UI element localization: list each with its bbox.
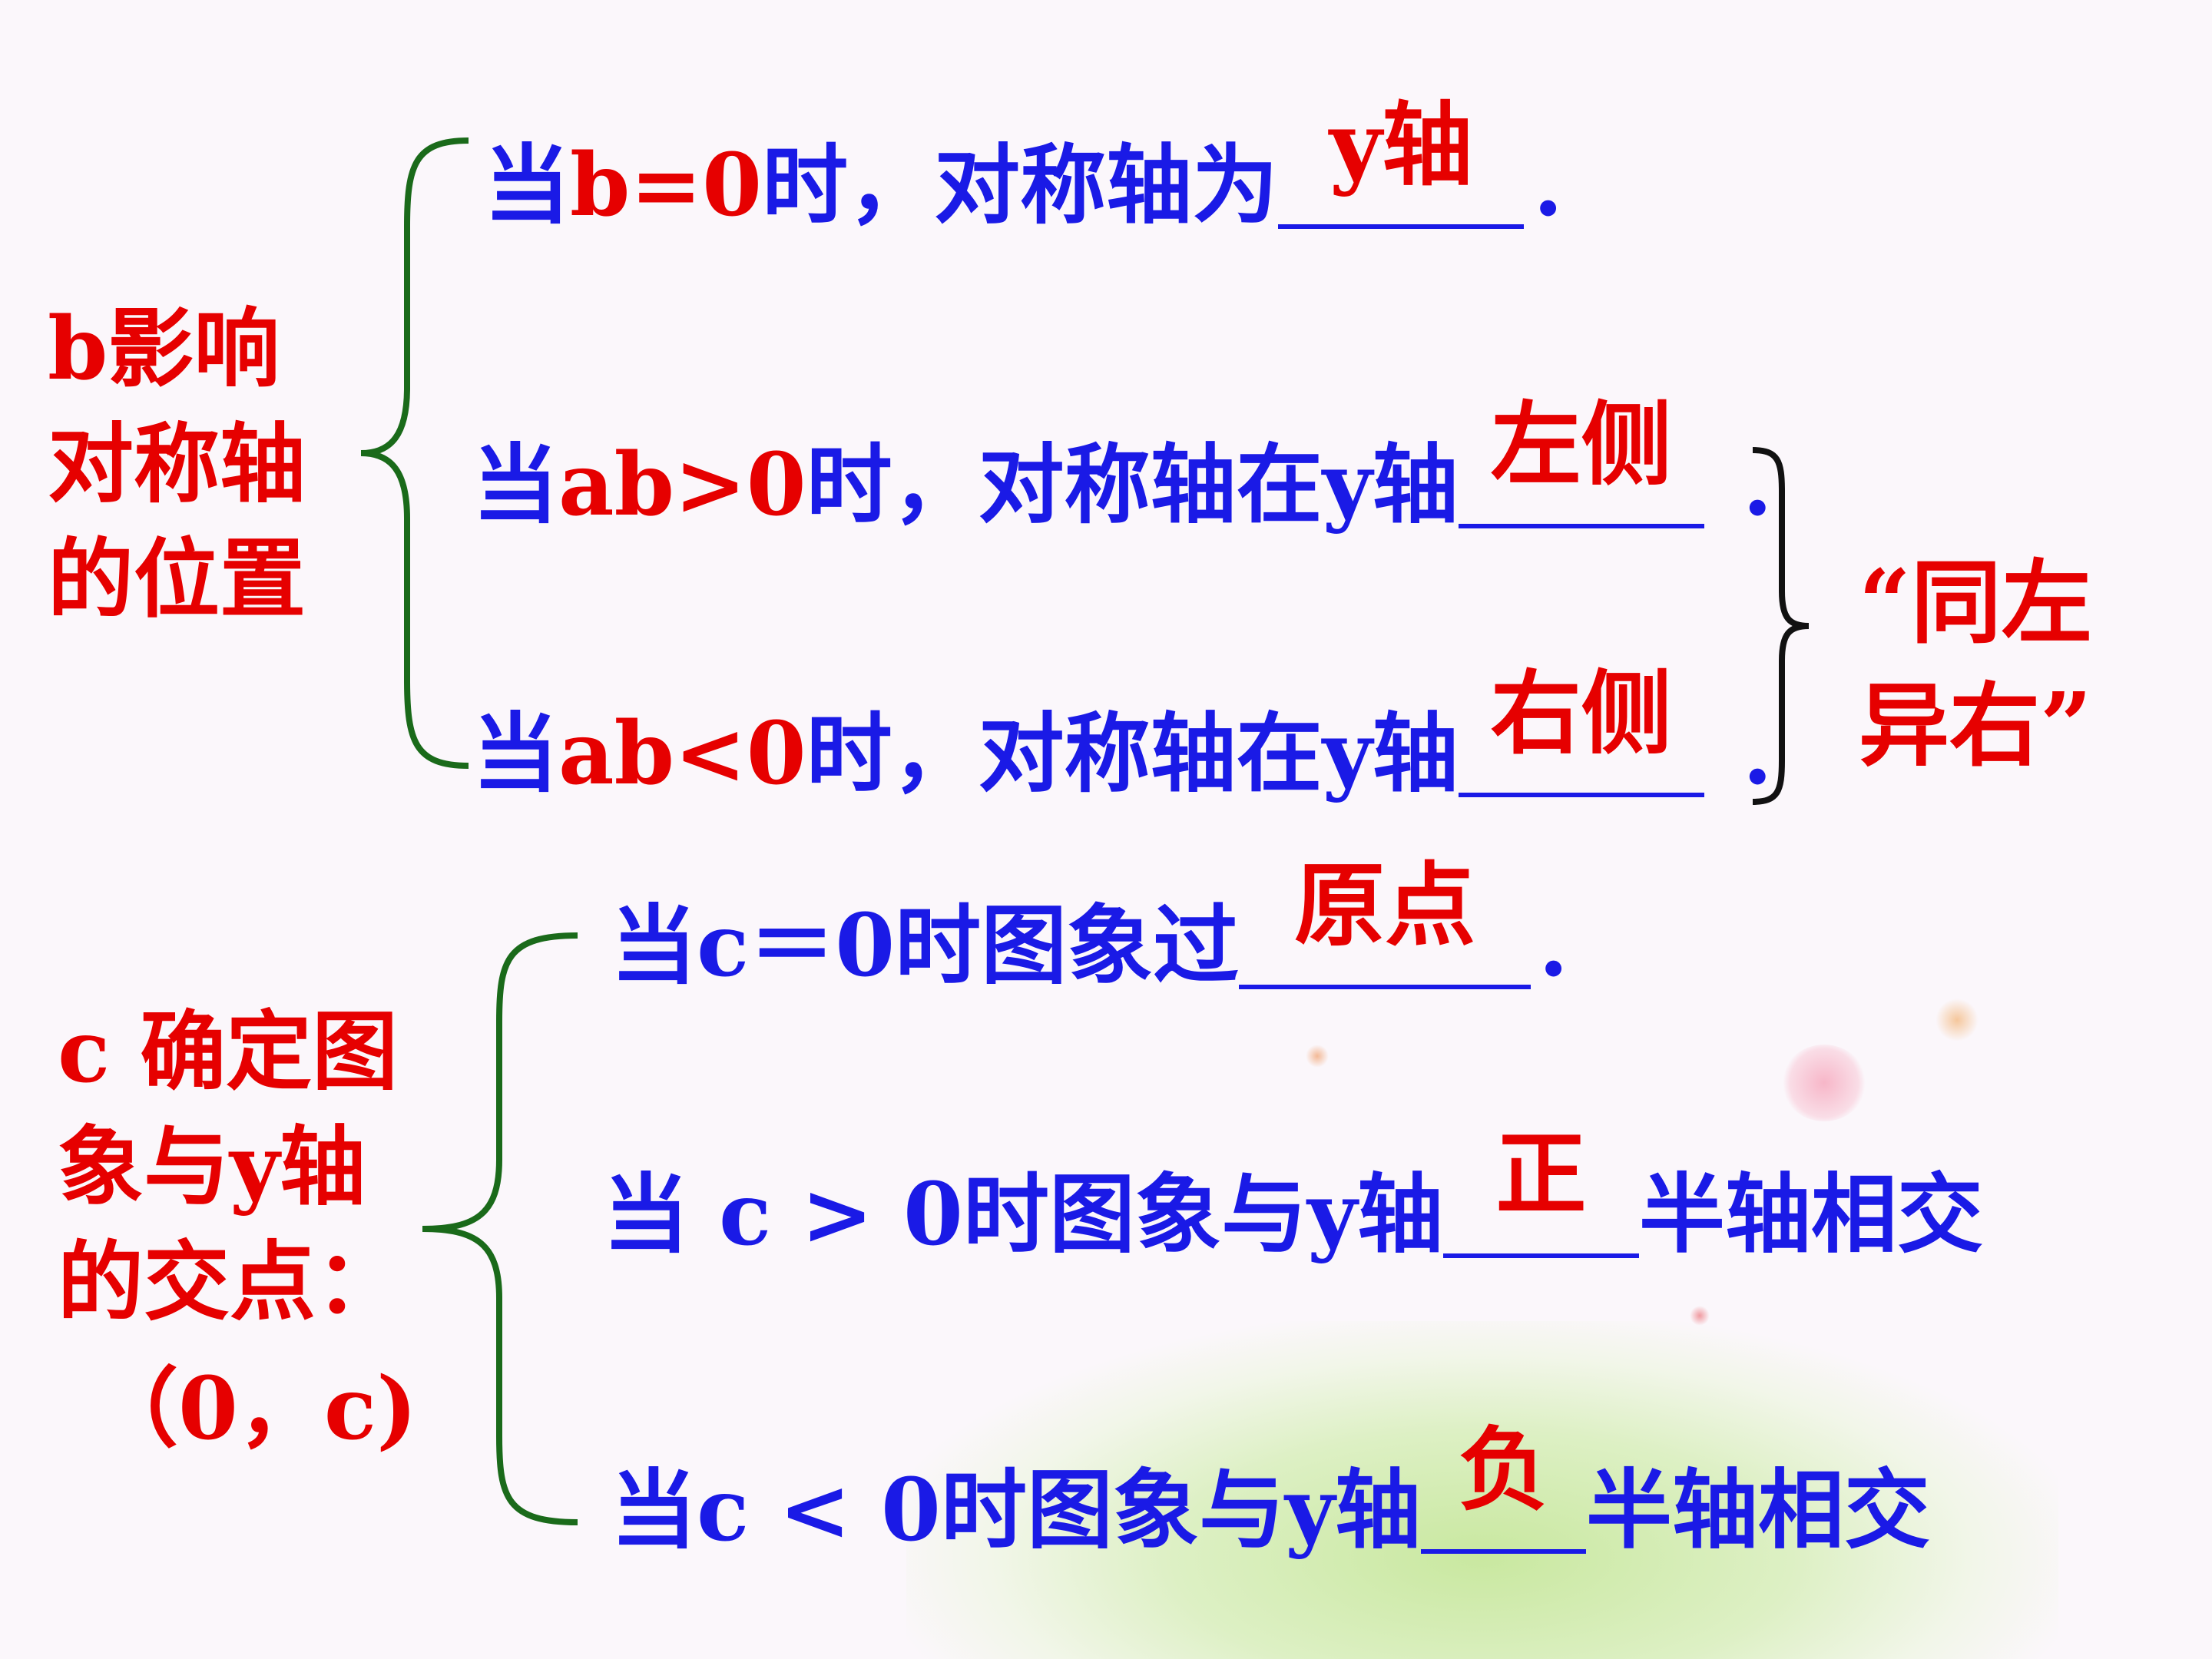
answer-blank: 左侧 [1458,399,1704,528]
b-row-prefix: 当 [484,135,570,236]
b-row-condition: ab>0 [558,435,806,535]
answer-blank: y轴 [1278,100,1525,229]
b-row-text: 时，对称轴在y轴 [806,704,1459,804]
c-row-zero: 当c＝0时图象过原点. [611,860,1568,989]
b-row-prefix: 当 [472,704,558,804]
answer-text: 左侧 [1490,391,1672,498]
flower-decoration [1936,998,1979,1041]
b-row-condition: ab<0 [558,704,806,804]
b-row-end: . [1742,435,1773,535]
mnemonic-line: 异右” [1859,672,2092,779]
c-label-line: c 确定图 [58,1002,399,1102]
c-row-end: 半轴相交 [1586,1460,1931,1561]
b-row-end: . [1742,704,1773,804]
b-label-line: b影响 [48,299,280,399]
c-label-line: 的交点： [58,1232,402,1333]
grass-background-image [906,1321,2058,1659]
intercept-point: （0，c) [92,1359,418,1459]
b-row-text: 时，对称轴为 [762,135,1279,236]
b-label-line: 对称轴 [48,414,306,515]
b-section-label: b影响 对称轴 的位置 [48,292,306,637]
mnemonic-text: “同左 异右” [1859,541,2092,787]
answer-blank: 正 [1443,1129,1640,1258]
answer-text: 负 [1458,1416,1549,1523]
b-row-end: . [1533,135,1564,236]
b-row-negative: 当ab<0时，对称轴在y轴右侧. [472,668,1773,797]
c-label-line: 象与y轴 [58,1117,366,1217]
mnemonic-line: “同左 [1859,549,2092,656]
answer-blank: 原点 [1239,860,1532,989]
c-row-positive: 当 c > 0时图象与y轴正半轴相交 [603,1129,1983,1258]
answer-text: y轴 [1329,91,1473,198]
answer-blank: 右侧 [1458,668,1704,797]
flower-decoration [1306,1045,1329,1068]
b-row-prefix: 当 [472,435,558,535]
answer-text: 右侧 [1490,660,1672,767]
c-row-text: 当c＝0时图象过 [611,896,1240,996]
c-row-end: . [1538,896,1569,996]
c-section-brace [422,932,578,1525]
b-row-positive: 当ab>0时，对称轴在y轴左侧. [472,399,1773,528]
answer-text: 原点 [1294,852,1476,959]
c-row-negative: 当c < 0时图象与y轴负半轴相交 [611,1425,1930,1554]
b-section-brace [360,137,469,769]
answer-blank: 负 [1421,1425,1587,1554]
c-row-text: 当 c > 0时图象与y轴 [603,1164,1444,1265]
answer-text: 正 [1495,1121,1587,1227]
c-row-end: 半轴相交 [1639,1164,1984,1265]
b-row-text: 时，对称轴在y轴 [806,435,1459,535]
b-row-condition: b=0 [570,135,763,236]
c-row-text: 当c < 0时图象与y轴 [611,1460,1422,1561]
flower-decoration [1690,1306,1710,1326]
mnemonic-brace [1752,447,1810,805]
c-section-label: c 确定图 象与y轴 的交点： [58,995,402,1340]
b-label-line: 的位置 [48,529,306,630]
flower-decoration [1782,1045,1866,1121]
